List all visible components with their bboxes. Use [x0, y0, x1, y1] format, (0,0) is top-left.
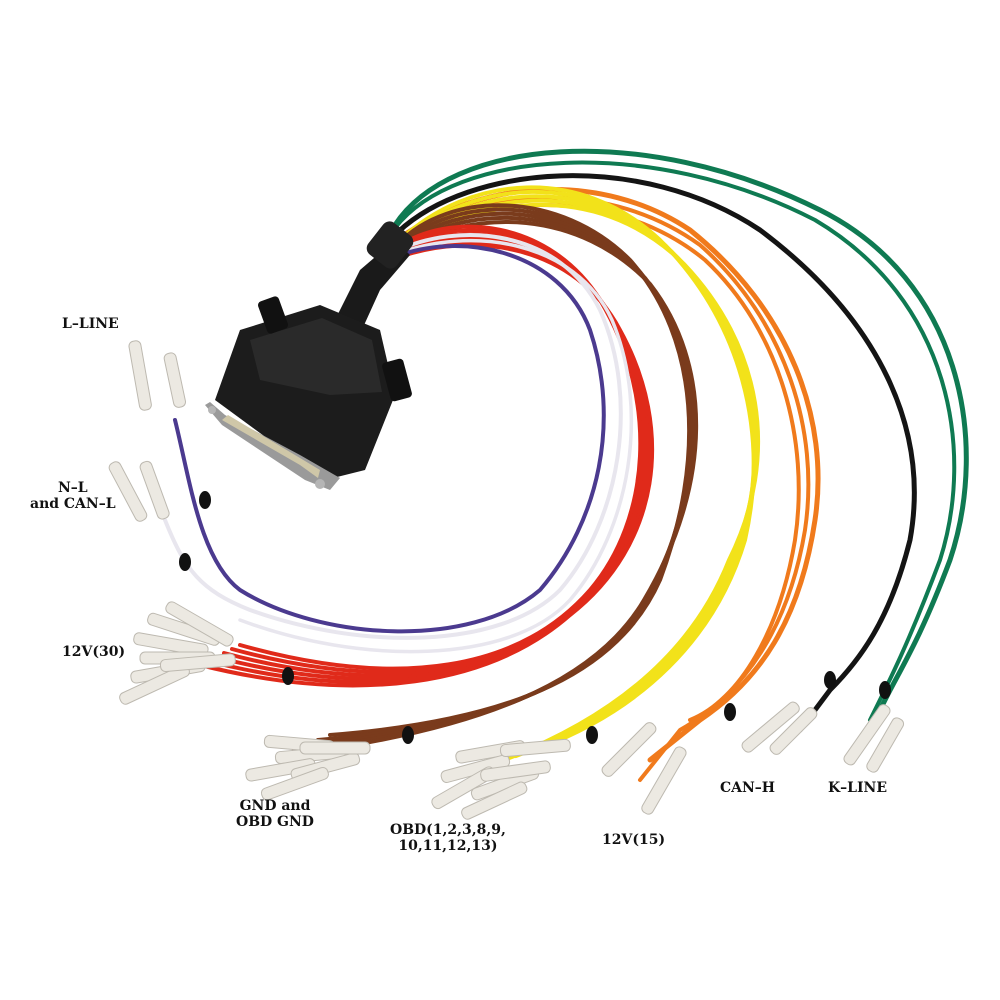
pin-sleeves	[108, 340, 905, 820]
label-obd-line2: 10,11,12,13)	[398, 838, 498, 854]
label-gnd-line1: GND and	[239, 798, 311, 814]
cable-tie	[879, 681, 891, 699]
l-line-sleeve	[128, 340, 152, 411]
cable-tie	[179, 553, 191, 571]
purple-wire	[173, 244, 606, 634]
red-wire	[198, 243, 655, 688]
label-obd: OBD(1,2,3,8,9, 10,11,12,13)	[390, 822, 506, 854]
white-wire	[163, 233, 623, 640]
label-k-line: K–LINE	[828, 780, 888, 796]
gnd-sleeve	[299, 741, 371, 755]
green-wire-2	[393, 160, 957, 722]
label-gnd-line2: OBD GND	[236, 814, 314, 830]
label-n-l-line2: and CAN–L	[30, 496, 116, 512]
k-line-sleeve	[843, 704, 891, 766]
can-h-sleeve-2	[769, 707, 818, 755]
label-obd-line1: OBD(1,2,3,8,9,	[390, 822, 506, 838]
k-line-sleeve-2	[866, 717, 905, 773]
n-l-sleeve-2	[139, 460, 170, 520]
obd-sleeve	[461, 781, 528, 820]
db25-connector	[205, 221, 414, 490]
v15-sleeve	[601, 722, 657, 777]
red-wire	[238, 224, 643, 671]
v30-sleeve	[133, 632, 209, 657]
n-l-sleeve	[108, 461, 148, 522]
label-gnd: GND and OBD GND	[236, 798, 314, 830]
v15-sleeve-2	[641, 746, 687, 815]
red-wire	[230, 228, 645, 674]
gnd-sleeve	[260, 766, 329, 801]
label-12v-30: 12V(30)	[62, 644, 126, 660]
wire-bundle	[163, 148, 969, 782]
l-line-sleeve-2	[163, 352, 187, 408]
label-l-line: L–LINE	[62, 316, 119, 332]
cable-ties	[179, 491, 891, 744]
cable-tie	[402, 726, 414, 744]
label-can-h: CAN–H	[720, 780, 776, 796]
cable-tie	[824, 671, 836, 689]
black-wire	[395, 173, 917, 733]
cable-tie	[282, 667, 294, 685]
label-n-l-can-l: N–L and CAN–L	[30, 480, 116, 512]
v30-sleeve	[165, 601, 234, 647]
label-n-l-line1: N–L	[57, 480, 88, 496]
v30-sleeve	[159, 653, 236, 673]
cable-tie	[586, 726, 598, 744]
brown-wire	[280, 220, 699, 757]
obd-sleeve	[480, 760, 551, 782]
can-h-sleeve	[741, 701, 800, 753]
cable-tie	[199, 491, 211, 509]
label-12v-15: 12V(15)	[602, 832, 666, 848]
obd-sleeve	[499, 738, 571, 758]
cable-tie	[724, 703, 736, 721]
white-wire-2	[238, 238, 634, 654]
yellow-wire	[398, 202, 761, 766]
green-wire	[392, 148, 969, 753]
